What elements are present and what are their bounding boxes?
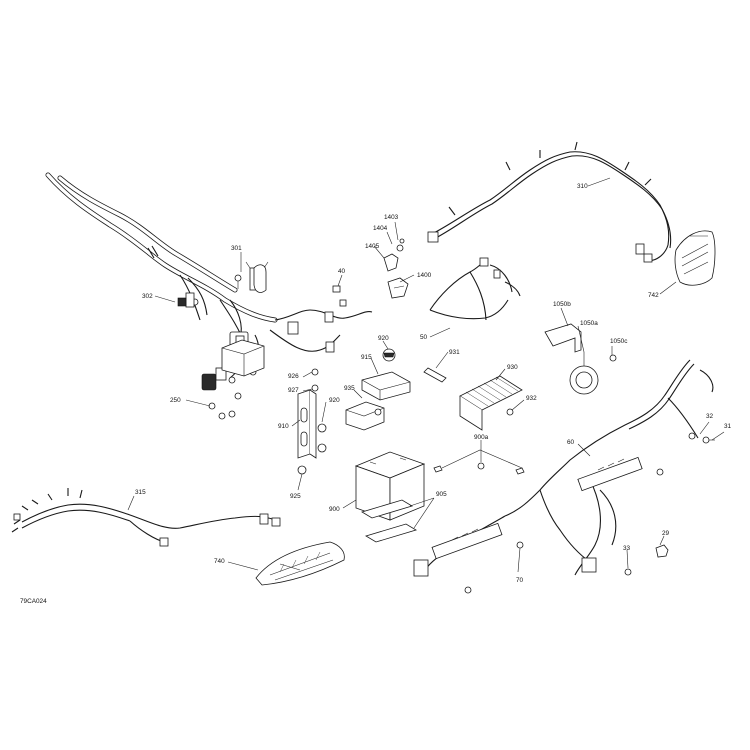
callout-32: 32: [706, 413, 714, 420]
harness-50: [429, 257, 521, 321]
headlight-742: [674, 230, 716, 286]
lightbar-740: [255, 541, 345, 586]
callout-40: 40: [338, 268, 346, 275]
callout-labels: 301 302 250 40 1403 1404 1405 1400 310 7…: [20, 183, 732, 605]
sensor-assembly-1400: [383, 238, 409, 299]
callout-900a: 900a: [474, 434, 489, 441]
callout-1405: 1405: [365, 243, 380, 250]
bolt-40: [332, 285, 347, 307]
callout-70: 70: [516, 577, 524, 584]
parts-31-32: [688, 432, 715, 444]
callout-742: 742: [648, 292, 659, 299]
callout-1404: 1404: [373, 225, 388, 232]
callout-905: 905: [436, 491, 447, 498]
callout-29: 29: [662, 530, 670, 537]
callout-33: 33: [623, 545, 631, 552]
harness-315: [11, 488, 281, 547]
callout-927: 927: [288, 387, 299, 394]
screws: [464, 468, 669, 594]
callout-315: 315: [135, 489, 146, 496]
regulator-930: [423, 367, 523, 431]
callout-310: 310: [577, 183, 588, 190]
holder-935: [345, 401, 385, 431]
callout-900: 900: [329, 506, 340, 513]
callout-740: 740: [214, 558, 225, 565]
callout-931: 931: [449, 349, 460, 356]
callout-1050c: 1050c: [610, 338, 628, 345]
callout-302: 302: [142, 293, 153, 300]
callout-925: 925: [290, 493, 301, 500]
pads-905: [361, 499, 417, 543]
strap-900a: [433, 449, 525, 475]
callout-935: 935: [344, 385, 355, 392]
callout-920-top: 920: [378, 335, 389, 342]
callout-60: 60: [567, 439, 575, 446]
callout-250: 250: [170, 397, 181, 404]
callout-910: 910: [278, 423, 289, 430]
bracket-910: [297, 368, 327, 475]
harness-310: [427, 141, 672, 263]
callout-50: 50: [420, 334, 428, 341]
main-wiring-harness: [45, 172, 373, 391]
callout-920-bracket: 920: [329, 397, 340, 404]
callout-31: 31: [724, 423, 732, 430]
battery-cover-915: [361, 348, 411, 401]
harness-60: [413, 359, 714, 577]
fuse-relay-block: [221, 339, 265, 377]
parts-301-302: [177, 264, 267, 307]
callout-1400: 1400: [417, 272, 432, 279]
callout-301: 301: [231, 245, 242, 252]
callout-932: 932: [526, 395, 537, 402]
horn-1050: [544, 323, 617, 395]
callout-1050a: 1050a: [580, 320, 598, 327]
callout-926: 926: [288, 373, 299, 380]
leader-lines: [127, 177, 725, 573]
figure-code: 79CA024: [20, 598, 47, 605]
callout-1050b: 1050b: [553, 301, 571, 308]
callout-915: 915: [361, 354, 372, 361]
bolts-250: [208, 392, 242, 420]
callout-1403: 1403: [384, 214, 399, 221]
callout-930: 930: [507, 364, 518, 371]
